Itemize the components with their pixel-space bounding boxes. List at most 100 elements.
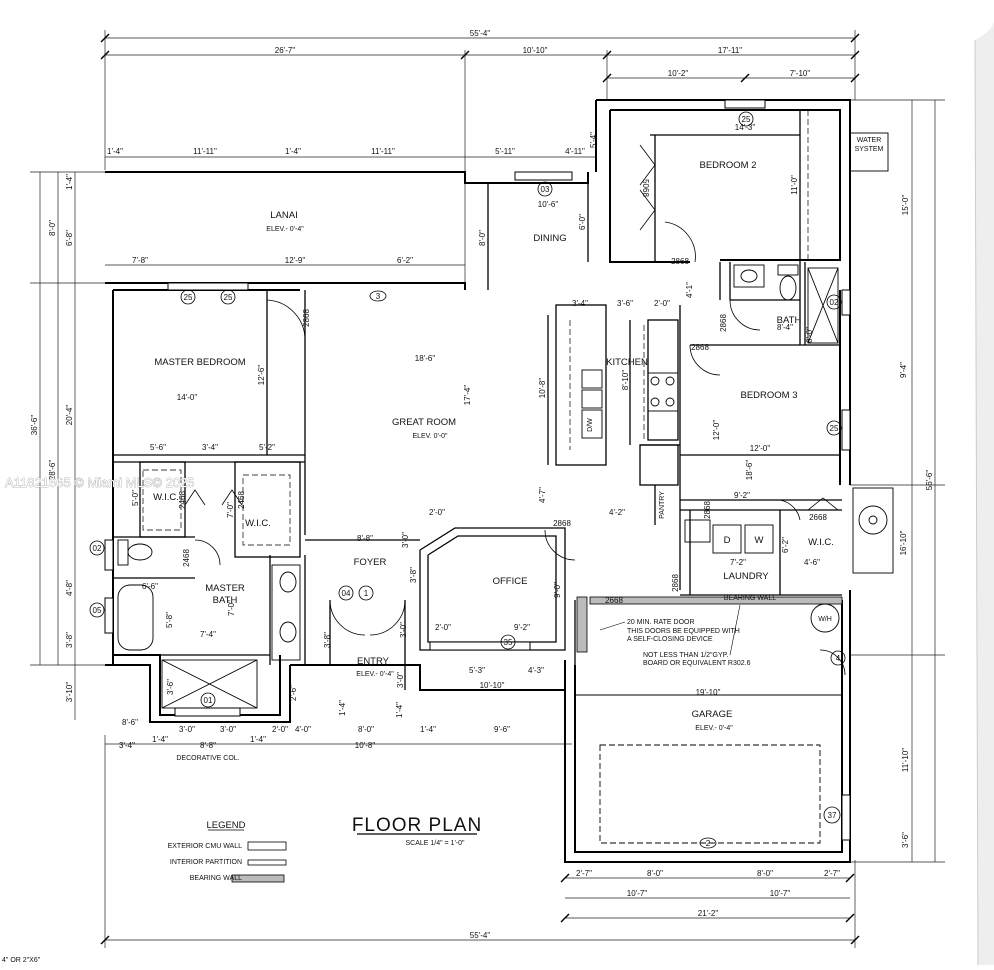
dim-3-10: 3'-10" [65,682,74,703]
dim-56-6: 56'-6" [925,470,934,491]
door-code: 2868 [719,314,728,332]
legend-bearing: BEARING WALL [190,875,242,882]
dim-10-2: 10'-2" [668,69,689,78]
dim-8-0c: 8'-0" [358,725,374,734]
dim-12-9: 12'-9" [285,256,306,265]
plan-scale: SCALE 1/4" = 1'-0" [405,840,465,847]
dim-5-4: 5'-4" [589,132,598,148]
dim-5-2: 5'-2" [259,443,275,452]
dim-3-0d: 3'-0" [399,622,408,638]
tag: 03 [541,185,550,194]
dim-3-4: 3'-4" [572,299,588,308]
room-wic-1: W.I.C. [153,492,179,503]
dim-3-8: 3'-8" [409,567,418,583]
dim-8-0e: 8'-0" [757,869,773,878]
dim-1-4b: 1'-4" [285,147,301,156]
dim-16-10: 16'-10" [899,530,908,555]
entry-elevation: ELEV.- 0'-4" [356,671,394,678]
dim-3-8b: 3'-8" [65,632,74,648]
dim-36-6: 36'-6" [30,415,39,436]
room-great-room: GREAT ROOM [392,417,456,428]
dim-11-11a: 11'-11" [193,147,217,156]
dim-1-4c: 1'-4" [65,174,74,190]
water-heater-label: W/H [818,616,832,623]
tag: 01 [204,696,213,705]
tag: 35 [504,638,513,647]
dim-3-6: 3'-6" [617,299,633,308]
door-code: 5068 [641,179,650,197]
tag: 04 [342,589,351,598]
rate-door-note-1: 20 MIN. RATE DOOR [627,619,695,626]
decorative-column-label: DECORATIVE COL. [176,755,239,762]
dim-3-6b: 3'-6" [166,679,175,695]
legend-exterior-swatch [247,841,287,851]
dim-12-0b: 12'-0" [750,444,771,453]
door-codes: 2868 2868 2868 2868 2868 2468 2468 2468 … [178,179,827,605]
tag: 02 [93,544,102,553]
dim-15-0: 15'-0" [901,195,910,216]
dim-3-0e: 3'-0" [396,672,405,688]
dim-3-4b: 3'-4" [202,443,218,452]
bearing-wall-label: BEARING WALL [724,595,776,602]
dim-8-0b: 8'-0" [48,220,57,236]
dim-6-8: 6'-8" [65,230,74,246]
tag-labels: 25 03 25 25 3 02 25 02 05 04 1 01 35 4 3… [93,115,841,848]
tags [89,111,846,849]
legend: LEGEND EXTERIOR CMU WALL INTERIOR PARTIT… [168,820,287,882]
rate-door-note-3: A SELF-CLOSING DEVICE [627,636,713,643]
tag: 3 [376,292,381,301]
room-pantry: PANTRY [659,491,666,519]
dim-2-0b: 2'-0" [429,508,445,517]
legend-exterior: EXTERIOR CMU WALL [168,843,243,850]
tag: 2 [706,839,711,848]
dim-18-6b: 18'-6" [745,460,754,481]
dim-8-6: 8'-6" [122,718,138,727]
tag: 37 [828,811,837,820]
bearing-wall [231,596,843,883]
dim-11-11b: 11'-11" [371,147,395,156]
dim-total-top: 55'-4" [470,29,491,38]
dim-1-4f: 1'-4" [250,735,266,744]
dim-11-10: 11'-10" [901,748,910,772]
dim-10-7a: 10'-7" [627,889,648,898]
footer-note: 4" OR 2"X6" [2,957,41,964]
tag: 25 [184,293,193,302]
dim-3-0b: 3'-0" [179,725,195,734]
legend-interior: INTERIOR PARTITION [170,859,242,866]
room-bedroom-2: BEDROOM 2 [699,160,756,171]
room-bath: BATH [777,315,802,326]
dim-10-6: 10'-6" [538,200,559,209]
dim-10-8b: 10'-8" [355,741,376,750]
great-room-elevation: ELEV. 0'-0" [412,433,448,440]
dim-8-0d: 8'-0" [647,869,663,878]
dim-2-7a: 2'-7" [576,869,592,878]
room-master-bedroom: MASTER BEDROOM [154,357,245,368]
dim-7-4: 7'-4" [200,630,216,639]
dim-20-4: 20'-4" [65,405,74,426]
dim-14-3: 14'-3" [735,123,756,132]
title-block: FLOOR PLAN SCALE 1/4" = 1'-0" [352,815,481,847]
dim-17-4: 17'-4" [463,385,472,406]
exterior-walls [105,99,851,863]
dim-7-0a: 7'-0" [226,502,235,518]
dim-9-4: 9'-4" [899,362,908,378]
room-wic-3: W.I.C. [808,537,834,548]
dim-1-4g: 1'-4" [338,700,347,716]
door-code: 2468 [178,491,187,509]
dishwasher-label: D/W [587,418,594,432]
dim-7-8: 7'-8" [132,256,148,265]
dim-8-8: 8'-8" [357,534,373,543]
dim-11-0: 11'-0" [790,175,799,195]
room-garage: GARAGE [692,709,733,720]
dim-1-4h: 1'-4" [395,702,404,718]
door-code: 2868 [691,343,709,352]
interior-walls [113,110,842,690]
tag: 4 [836,654,841,663]
tag: 25 [224,293,233,302]
dashed-guides [142,110,809,546]
dim-8-4: 8'-4" [777,323,793,332]
dim-3-0c: 3'-0" [220,725,236,734]
dim-1-4d: 1'-4" [420,725,436,734]
dim-6-0a: 6'-0" [578,214,587,230]
